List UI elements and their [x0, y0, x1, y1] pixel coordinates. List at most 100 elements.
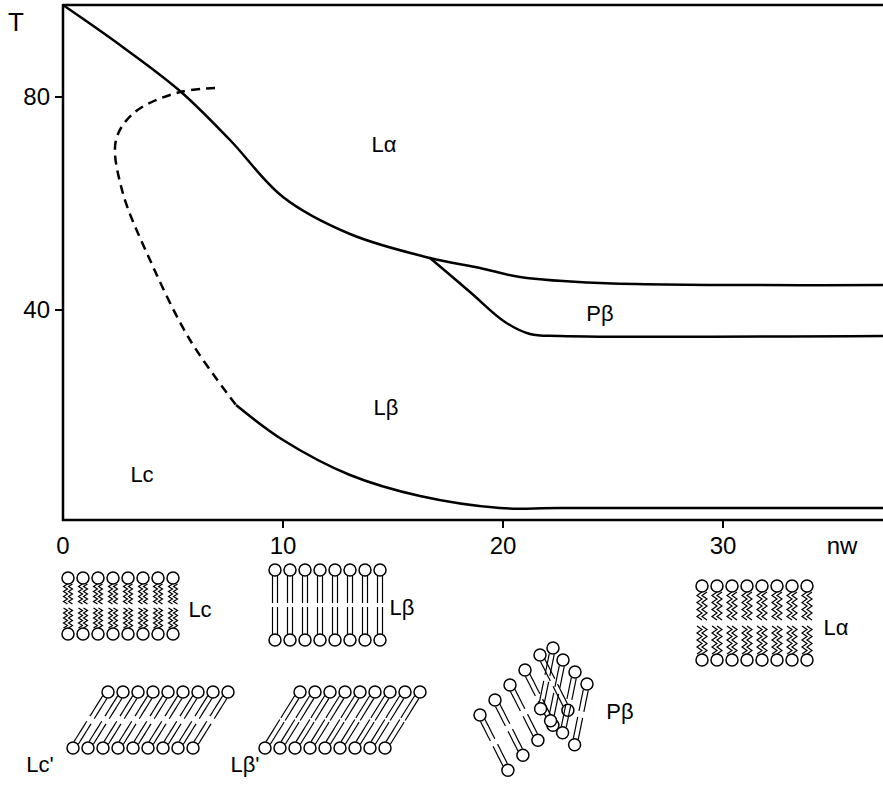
lipid-molecule — [62, 572, 74, 604]
lipid-molecule — [152, 608, 164, 640]
tick — [282, 520, 284, 528]
lipid-molecule — [150, 686, 174, 719]
lipid-molecule — [107, 608, 119, 640]
lipid-molecule — [326, 686, 351, 720]
lipid-molecule — [299, 564, 311, 603]
tick — [55, 96, 63, 98]
lipid-molecule — [296, 686, 321, 720]
lipid-molecule — [269, 564, 281, 603]
lipid-molecule — [535, 681, 549, 715]
phase-label: Lα — [372, 134, 397, 156]
lipid-molecule — [726, 626, 738, 666]
tick-label: 40 — [23, 298, 50, 322]
lipid-molecule — [137, 608, 149, 640]
lipid-molecule — [801, 580, 813, 620]
lipid-molecule — [553, 684, 574, 716]
structure-label: Lα — [824, 617, 849, 639]
lipid-molecule — [786, 626, 798, 666]
lipid-molecule — [152, 572, 164, 604]
structure-label: Lβ — [390, 597, 415, 619]
tick-label: 80 — [23, 85, 50, 109]
tick — [55, 309, 63, 311]
lipid-molecule — [356, 686, 381, 720]
lipid-molecule — [329, 564, 341, 603]
lipid-molecule — [771, 580, 783, 620]
lipid-molecule — [374, 607, 386, 646]
lipid-molecule — [299, 607, 311, 646]
lipid-molecule — [122, 572, 134, 604]
structure-label: Pβ — [606, 701, 633, 723]
lipid-molecule — [756, 580, 768, 620]
tick-label: 0 — [56, 534, 69, 558]
lipid-molecule — [726, 580, 738, 620]
metastable-boundary — [115, 88, 236, 405]
lipid-molecule — [284, 564, 296, 603]
lipid-molecule — [90, 686, 114, 719]
lipid-molecule — [167, 608, 179, 640]
lipid-molecule — [741, 626, 753, 666]
lipid-molecule — [167, 572, 179, 604]
lipid-molecule — [519, 664, 540, 696]
lipid-molecule — [569, 717, 583, 751]
tick-label: 30 — [710, 534, 737, 558]
y-axis — [62, 4, 65, 521]
tick-label: 20 — [490, 534, 517, 558]
lipid-molecule — [386, 686, 411, 720]
lipid-molecule — [711, 626, 723, 666]
lipid-molecule — [756, 626, 768, 666]
lipid-molecule — [523, 714, 544, 746]
lipid-molecule — [567, 666, 581, 700]
top-boundary — [63, 4, 883, 7]
structure-label: Lc' — [26, 754, 53, 776]
lipid-molecule — [493, 744, 514, 776]
lipid-molecule — [474, 709, 495, 741]
structure-label: Lc — [188, 599, 211, 621]
lipid-molecule — [771, 626, 783, 666]
tick — [722, 520, 724, 528]
x-axis — [62, 519, 883, 522]
lipid-molecule — [555, 654, 569, 688]
lipid-molecule — [92, 572, 104, 604]
lipid-molecule — [77, 608, 89, 640]
lipid-molecule — [557, 705, 571, 739]
lipid-molecule — [341, 686, 366, 720]
lipid-molecule — [92, 608, 104, 640]
lipid-molecule — [401, 686, 426, 720]
lipid-molecule — [344, 607, 356, 646]
lipid-molecule — [786, 580, 798, 620]
lipid-molecule — [696, 626, 708, 666]
lipid-molecule — [489, 694, 510, 726]
lipid-molecule — [314, 564, 326, 603]
lipid-molecule — [210, 686, 234, 719]
lipid-molecule — [374, 564, 386, 603]
phase-label: Pβ — [586, 303, 613, 325]
phase-boundary — [236, 405, 883, 509]
axis-title: T — [8, 9, 24, 35]
lipid-molecule — [120, 686, 144, 719]
lipid-molecule — [504, 679, 525, 711]
lipid-molecule — [62, 608, 74, 640]
lipid-molecule — [696, 580, 708, 620]
lipid-molecule — [545, 693, 559, 727]
lipid-molecule — [135, 686, 159, 719]
tick-label: 10 — [270, 534, 297, 558]
tick — [502, 520, 504, 528]
lipid-molecule — [314, 607, 326, 646]
lipid-molecule — [284, 607, 296, 646]
lipid-molecule — [195, 686, 219, 719]
lipid-molecule — [359, 607, 371, 646]
axis-title: nw — [827, 534, 858, 558]
phase-boundary — [430, 258, 883, 337]
lipid-molecule — [359, 564, 371, 603]
lipid-molecule — [105, 686, 129, 719]
lipid-molecule — [77, 572, 89, 604]
phase-label: Lc — [130, 464, 153, 486]
lipid-molecule — [269, 607, 281, 646]
structure-label: Lβ' — [230, 754, 259, 776]
lipid-molecule — [329, 607, 341, 646]
lipid-molecule — [379, 720, 404, 754]
lipid-molecule — [711, 580, 723, 620]
lipid-molecule — [122, 608, 134, 640]
lipid-molecule — [187, 721, 211, 754]
